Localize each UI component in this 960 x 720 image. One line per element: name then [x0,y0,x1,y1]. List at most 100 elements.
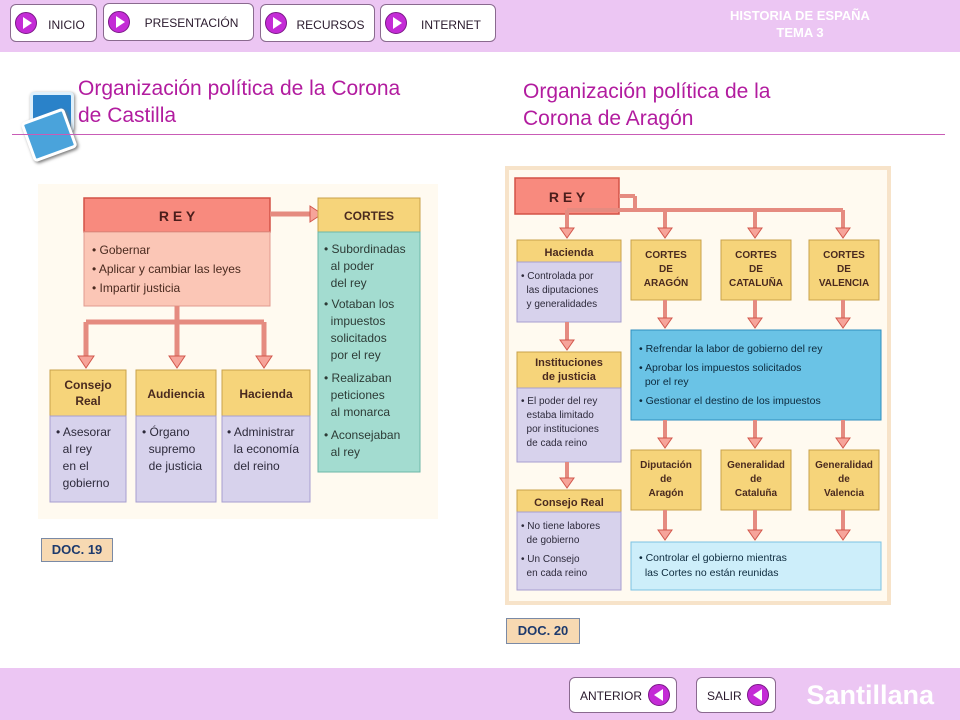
arrow-head-icon [77,355,95,369]
brand-logo: Santillana [806,680,934,710]
aragon-hacienda-label: Hacienda [545,247,595,259]
aragon-diputacion-label: de [660,474,672,485]
castilla-audiencia-item: supremo [142,442,196,456]
castilla-cortes-item: impuestos [324,314,385,328]
aragon-generalidad-cataluna-box: Generalidad de Cataluña [720,449,792,511]
castilla-consejo-item: al rey [56,442,92,456]
arrow-head-icon [168,355,186,369]
aragon-diputacion-label: Generalidad [727,460,785,471]
nav-inicio-button[interactable]: INICIO [10,4,97,42]
aragon-cortes-description-box: • Refrendar la labor de gobierno del rey… [630,329,882,421]
anterior-button[interactable]: ANTERIOR [569,677,677,713]
back-arrow-icon [747,684,769,706]
course-title: HISTORIA DE ESPAÑA [730,8,870,23]
castilla-cortes-item: peticiones [324,388,385,402]
aragon-hacienda-item: • Controlada por [521,271,594,282]
castilla-rey-box: R E Y • Gobernar • Aplicar y cambiar las… [83,197,271,307]
castilla-consejo-item: gobierno [56,476,110,490]
title-aragon-line: Corona de Aragón [523,107,694,130]
play-icon [108,11,130,33]
salir-button[interactable]: SALIR [696,677,776,713]
aragon-instituciones-box: Instituciones de justicia • El poder del… [516,351,622,463]
aragon-hacienda-box: Hacienda • Controlada por las diputacion… [516,239,622,323]
play-icon [265,12,287,34]
castilla-cortes-item: del rey [324,276,367,290]
nav-presentacion-button[interactable]: PRESENTACIÓN [103,3,254,41]
title-divider [12,134,945,135]
castilla-cortes-item: • Aconsejaban [324,428,400,442]
castilla-hacienda-label: Hacienda [239,387,293,401]
aragon-hacienda-item: las diputaciones [521,285,598,296]
play-icon [385,12,407,34]
castilla-hacienda-item: la economía [227,442,299,456]
nav-recursos-button[interactable]: RECURSOS [260,4,375,42]
aragon-cortes-label: DE [749,264,763,275]
castilla-cortes-item: al monarca [324,405,390,419]
arrow-head-icon [657,529,673,541]
castilla-audiencia-item: • Órgano [142,424,190,439]
aragon-cortes-label: VALENCIA [819,278,869,289]
aragon-cortes-label: ARAGÓN [644,276,688,289]
aragon-consejo-item: • Un Consejo [521,554,580,565]
back-arrow-icon [648,684,670,706]
anterior-label: ANTERIOR [580,689,643,703]
aragon-cortes-item: • Gestionar el destino de los impuestos [639,395,821,407]
castilla-hacienda-item: del reino [227,459,280,473]
aragon-cortes-aragon-box: CORTES DE ARAGÓN [630,239,702,301]
aragon-rey-box: R E Y [514,177,620,215]
bottom-bar [0,668,960,720]
aragon-diputacion-label: Cataluña [735,488,778,499]
arrow-head-icon [657,437,673,449]
aragon-instituciones-item: por instituciones [521,424,599,435]
castilla-hacienda-item: • Administrar [227,425,295,439]
castilla-cortes-item: • Votaban los [324,297,394,311]
aragon-consejo-item: de gobierno [521,535,580,546]
aragon-diputaciones-description-box: • Controlar el gobierno mientras las Cor… [630,541,882,591]
aragon-instituciones-item: • El poder del rey [521,396,597,407]
nav-recursos-label: RECURSOS [296,18,365,32]
aragon-cortes-cataluna-box: CORTES DE CATALUÑA [720,239,792,301]
arrow-head-icon [835,437,851,449]
aragon-rey-label: R E Y [549,189,586,205]
aragon-diputacion-label: Diputación [640,460,692,471]
castilla-cortes-item: solicitados [324,331,387,345]
title-castilla-line: de Castilla [78,104,177,127]
aragon-cortes-item: por el rey [639,376,689,388]
castilla-rey-item: • Impartir justicia [92,281,181,295]
castilla-cortes-item: • Subordinadas [324,242,406,256]
aragon-consejo-item: en cada reino [521,568,588,579]
aragon-cortes-label: CORTES [735,250,777,261]
castilla-diagram: R E Y • Gobernar • Aplicar y cambiar las… [38,184,438,519]
castilla-cortes-item: al rey [324,445,360,459]
castilla-hacienda-box: Hacienda • Administrar la economía del r… [221,369,311,503]
arrow-head-icon [559,339,575,351]
castilla-consejo-box: Consejo Real • Asesorar al rey en el gob… [49,369,127,503]
aragon-diputacion-label: de [838,474,850,485]
title-castilla: Organización política de la Corona de Ca… [78,75,458,129]
castilla-cortes-item: • Realizaban [324,371,392,385]
castilla-consejo-item: en el [56,459,89,473]
aragon-cortes-label: CORTES [645,250,687,261]
title-aragon: Organización política de la Corona de Ar… [523,78,843,132]
castilla-consejo-label: Real [75,394,100,408]
arrow-head-icon [747,227,763,239]
aragon-diputacion-aragon-box: Diputación de Aragón [630,449,702,511]
aragon-cortes-label: DE [837,264,851,275]
arrow-head-icon [747,529,763,541]
play-icon [15,12,37,34]
castilla-audiencia-label: Audiencia [147,387,205,401]
aragon-diputaciones-item: • Controlar el gobierno mientras [639,552,787,564]
arrow-head-icon [657,227,673,239]
castilla-audiencia-item: de justicia [142,459,202,473]
aragon-diputacion-label: Valencia [824,488,864,499]
nav-internet-button[interactable]: INTERNET [380,4,496,42]
aragon-instituciones-label: Instituciones [535,357,603,369]
nav-internet-label: INTERNET [421,18,481,32]
aragon-cortes-item: • Refrendar la labor de gobierno del rey [639,343,823,355]
castilla-cortes-item: al poder [324,259,374,273]
castilla-audiencia-box: Audiencia • Órgano supremo de justicia [135,369,217,503]
aragon-cortes-label: CORTES [823,250,865,261]
title-castilla-line: Organización política de la Corona [78,77,401,100]
castilla-consejo-label: Consejo [64,378,111,392]
castilla-cortes-box: CORTES • Subordinadas al poder del rey •… [317,197,421,473]
